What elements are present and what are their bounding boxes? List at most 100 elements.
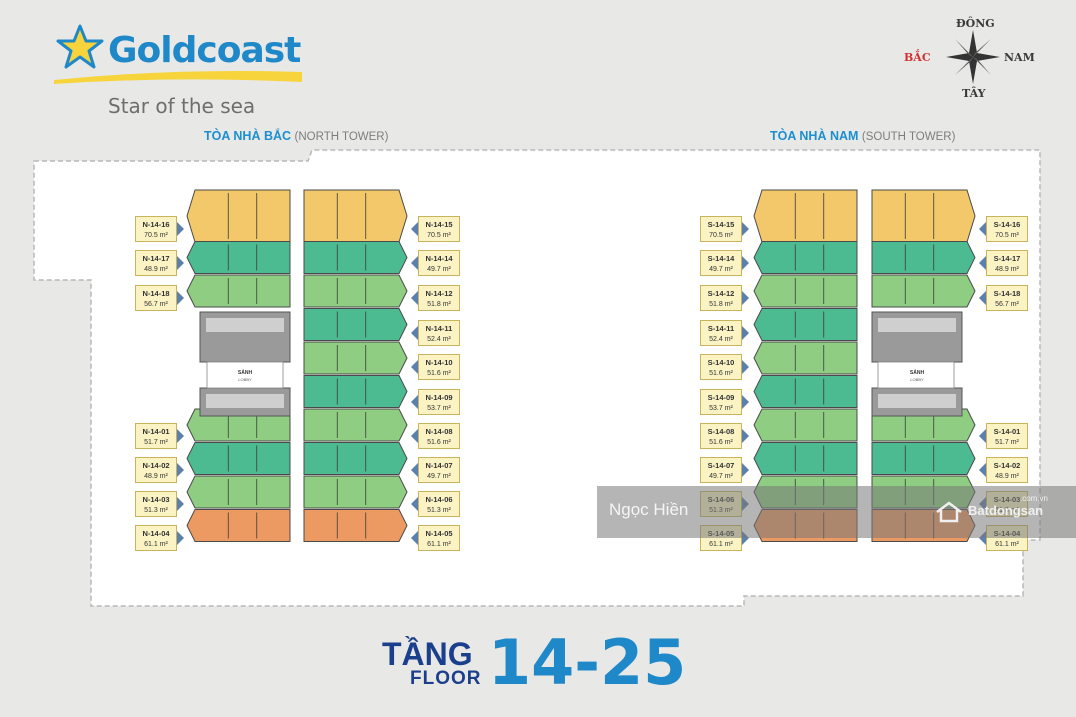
unit-id: N-14-15: [425, 220, 453, 229]
unit-area: 61.1 m²: [427, 541, 451, 548]
south-tower-title-vn: TÒA NHÀ NAM: [770, 129, 859, 143]
unit-area: 51.6 m²: [709, 370, 733, 377]
unit-id: S-14-10: [707, 358, 735, 367]
south-left-label-s-14-14: S-14-14 49.7 m²: [700, 250, 749, 276]
unit-id: N-14-03: [142, 495, 170, 504]
watermark-domain: .com.vn: [1020, 494, 1049, 503]
unit-id: N-14-11: [425, 324, 453, 333]
watermark-name: Ngọc Hiền: [609, 500, 689, 519]
south-tower-title-en: (SOUTH TOWER): [861, 131, 956, 143]
north-right-unit-2: [303, 274, 408, 308]
unit-id: N-14-06: [425, 495, 453, 504]
unit-id: S-14-14: [707, 254, 735, 263]
south-left-unit-2: [753, 274, 858, 308]
unit-id: N-14-14: [425, 254, 453, 263]
watermark-brand: Batdongsan: [968, 503, 1044, 518]
unit-area: 51.8 m²: [709, 301, 733, 308]
unit-area: 52.4 m²: [427, 336, 451, 343]
north-right-label-n-14-11: N-14-11 52.4 m²: [411, 320, 460, 346]
compass-north-label: BẮC: [904, 51, 931, 64]
logo-wordmark: Goldcoast: [108, 30, 301, 71]
south-right-unit-1: [871, 241, 976, 274]
south-lobby-label-en: LOBBY: [910, 377, 924, 382]
unit-area: 51.3 m²: [144, 507, 168, 514]
unit-area: 51.6 m²: [427, 370, 451, 377]
unit-area: 49.7 m²: [427, 473, 451, 480]
unit-area: 51.6 m²: [709, 439, 733, 446]
north-left-label-n-14-04: N-14-04 61.1 m²: [135, 525, 184, 551]
unit-area: 49.7 m²: [427, 266, 451, 273]
unit-area: 48.9 m²: [144, 473, 168, 480]
north-right-label-n-14-14: N-14-14 49.7 m²: [411, 250, 460, 276]
unit-id: N-14-07: [425, 461, 453, 470]
north-right-unit-0: [303, 189, 408, 243]
unit-area: 61.1 m²: [709, 541, 733, 548]
unit-id: N-14-05: [425, 529, 453, 538]
north-right-unit-4: [303, 341, 408, 375]
south-left-unit-4: [753, 341, 858, 375]
north-lower-core-stair: [206, 394, 284, 408]
unit-area: 49.7 m²: [709, 266, 733, 273]
unit-id: S-14-16: [993, 220, 1021, 229]
star-icon: [56, 24, 104, 69]
south-left-unit-7: [753, 442, 858, 475]
north-tower-title: TÒA NHÀ BẮC (NORTH TOWER): [204, 129, 388, 143]
unit-area: 52.4 m²: [709, 336, 733, 343]
north-right-unit-6: [303, 408, 408, 442]
north-tower-title-vn: TÒA NHÀ BẮC: [204, 129, 292, 143]
south-tower-title: TÒA NHÀ NAM (SOUTH TOWER): [770, 129, 955, 143]
unit-area: 53.7 m²: [709, 405, 733, 412]
unit-id: N-14-04: [142, 529, 170, 538]
south-right-label-s-14-17: S-14-17 48.9 m²: [979, 250, 1028, 276]
compass-east-label: ĐÔNG: [956, 17, 995, 30]
south-left-unit-6: [753, 408, 858, 442]
north-lobby-label: SẢNH: [238, 369, 253, 376]
south-left-unit-5: [753, 375, 858, 408]
south-left-unit-1: [753, 241, 858, 274]
unit-id: S-14-17: [993, 254, 1021, 263]
north-left-unit-1: [186, 241, 291, 274]
unit-area: 48.9 m²: [995, 266, 1019, 273]
unit-area: 70.5 m²: [144, 232, 168, 239]
north-left-label-n-14-03: N-14-03 51.3 m²: [135, 491, 184, 517]
unit-id: N-14-16: [142, 220, 170, 229]
north-left-unit-0: [186, 189, 291, 243]
south-left-unit-3: [753, 308, 858, 341]
north-lobby-label-en: LOBBY: [238, 377, 252, 382]
south-lobby-label: SẢNH: [910, 369, 925, 376]
unit-id: N-14-02: [142, 461, 170, 470]
north-right-unit-7: [303, 442, 408, 475]
north-left-lower-unit-2: [186, 475, 291, 509]
north-left-unit-2: [186, 274, 291, 308]
south-left-label-s-14-10: S-14-10 51.6 m²: [700, 354, 749, 380]
compass-west-label: TÂY: [962, 87, 986, 100]
north-core-stair: [206, 318, 284, 332]
north-right-unit-3: [303, 308, 408, 341]
unit-id: S-14-11: [707, 324, 735, 333]
unit-id: S-14-18: [993, 289, 1021, 298]
north-right-label-n-14-05: N-14-05 61.1 m²: [411, 525, 460, 551]
unit-id: S-14-15: [707, 220, 735, 229]
north-right-unit-1: [303, 241, 408, 274]
compass-south-label: NAM: [1004, 51, 1035, 64]
north-tower-title-en: (NORTH TOWER): [294, 131, 389, 143]
north-left-label-n-14-02: N-14-02 48.9 m²: [135, 457, 184, 483]
unit-area: 51.7 m²: [995, 439, 1019, 446]
south-lower-core-stair: [878, 394, 956, 408]
unit-area: 48.9 m²: [144, 266, 168, 273]
unit-id: N-14-01: [142, 427, 170, 436]
unit-area: 49.7 m²: [709, 473, 733, 480]
north-left-lower-unit-1: [186, 442, 291, 475]
unit-area: 61.1 m²: [144, 541, 168, 548]
unit-id: S-14-08: [707, 427, 735, 436]
south-right-unit-2: [871, 274, 976, 308]
